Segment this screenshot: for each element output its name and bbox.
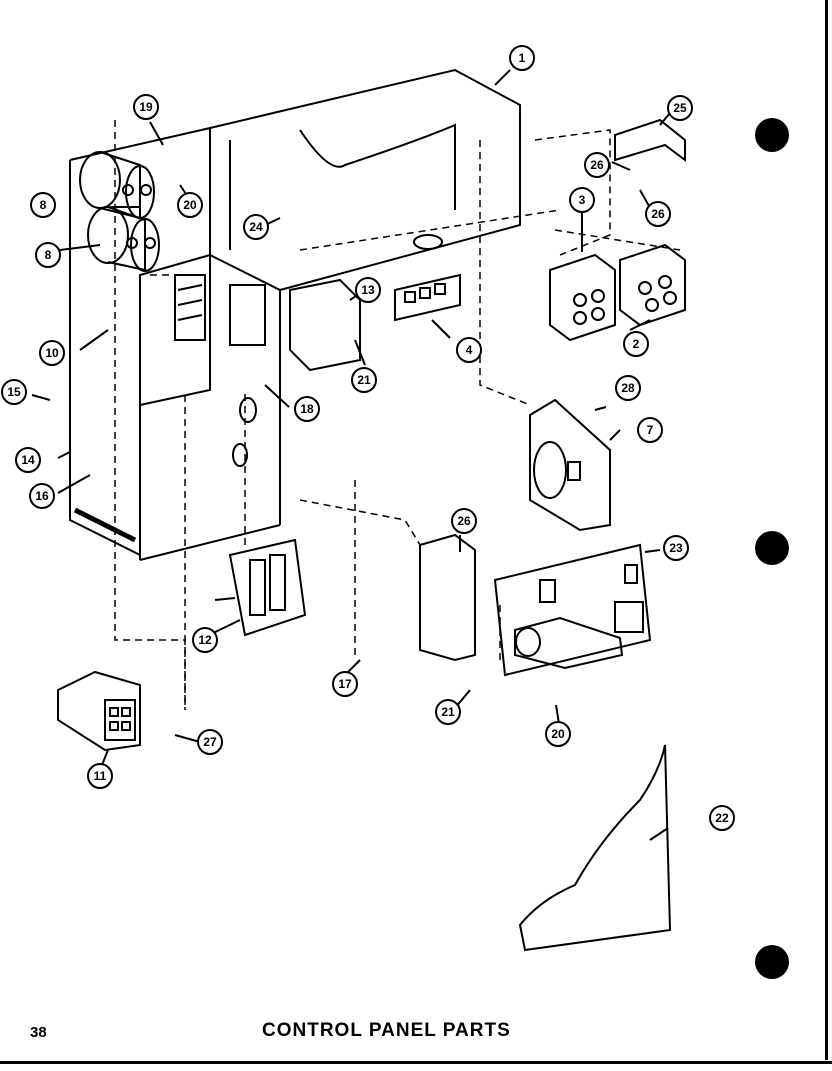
- callout-25: 25: [673, 101, 687, 115]
- callout-7: 7: [647, 423, 654, 437]
- callout-circles: [1, 45, 735, 831]
- registration-dots: [755, 118, 789, 979]
- callout-21-lower: 21: [441, 705, 455, 719]
- callout-8-lower: 8: [45, 248, 52, 262]
- callout-8-upper: 8: [40, 198, 47, 212]
- terminal-block: [394, 273, 461, 322]
- callout-22: 22: [715, 811, 729, 825]
- callout-27: 27: [203, 735, 217, 749]
- callout-4: 4: [466, 343, 473, 357]
- plug-connector: [57, 670, 141, 752]
- callout-1: 1: [519, 51, 526, 65]
- callout-17: 17: [338, 677, 352, 691]
- page-number: 38: [30, 1024, 47, 1041]
- frame-right-edge: [825, 0, 828, 1060]
- callout-14: 14: [21, 453, 35, 467]
- callout-10: 10: [45, 346, 59, 360]
- callout-26-middle: 26: [651, 207, 665, 221]
- callout-3: 3: [579, 193, 586, 207]
- terminal-strip: [174, 274, 206, 341]
- timer-motor: [529, 398, 611, 532]
- callout-23: 23: [669, 541, 683, 555]
- callout-2: 2: [633, 337, 640, 351]
- callout-12: 12: [198, 633, 212, 647]
- board-bracket: [289, 278, 361, 372]
- callout-19: 19: [139, 100, 153, 114]
- control-board: [493, 543, 652, 677]
- capacitor-lower: [87, 206, 160, 272]
- callout-18: 18: [300, 402, 314, 416]
- page-title: CONTROL PANEL PARTS: [262, 1020, 511, 1041]
- capacitor-upper: [79, 151, 155, 220]
- callout-11: 11: [94, 769, 107, 783]
- callout-21-upper: 21: [357, 373, 371, 387]
- callout-20-upper: 20: [183, 198, 197, 212]
- callout-26-lower: 26: [457, 514, 471, 528]
- callout-13: 13: [361, 283, 375, 297]
- callout-28: 28: [621, 381, 635, 395]
- frame-bottom-edge: [0, 1061, 832, 1064]
- callout-16: 16: [35, 489, 49, 503]
- callout-24: 24: [249, 220, 263, 234]
- control-box-housing: [69, 68, 521, 561]
- callout-26-upper: 26: [590, 158, 604, 172]
- mounting-bracket: [419, 533, 476, 662]
- relay-part-2: [619, 243, 686, 327]
- rear-panel: [518, 744, 672, 952]
- assembly-lines: [114, 120, 681, 710]
- bracket-part-25: [614, 118, 686, 162]
- callout-15: 15: [7, 385, 21, 399]
- contactor: [214, 538, 307, 637]
- relay-part-3: [549, 253, 616, 342]
- callout-20-lower: 20: [551, 727, 565, 741]
